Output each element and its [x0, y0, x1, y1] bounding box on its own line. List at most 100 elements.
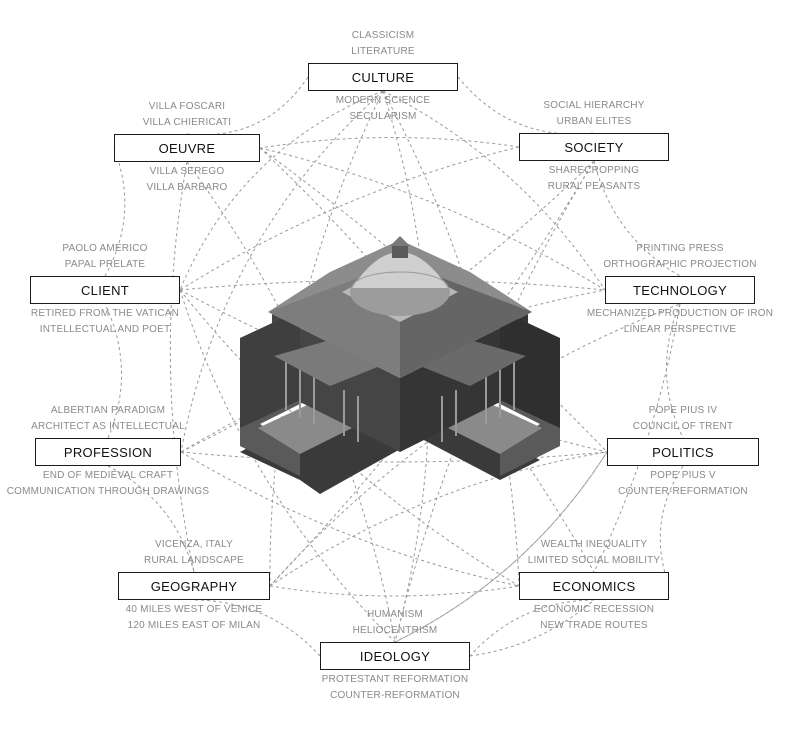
web-connector [269, 451, 608, 587]
client-caption-above: PAOLO AMERICO PAPAL PRELATE [0, 241, 225, 273]
economics-above-line: LIMITED SOCIAL MOBILITY [527, 555, 661, 566]
culture-below-line: SECULARISM [349, 111, 417, 122]
web-connector [469, 599, 595, 657]
client-node: CLIENT [30, 276, 180, 304]
oeuvre-above-line: VILLA FOSCARI [148, 101, 226, 112]
politics-caption-above: POPE PIUS IV COUNCIL OF TRENT [563, 403, 800, 435]
ring-connector [104, 303, 122, 439]
society-caption-above: SOCIAL HIERARCHY URBAN ELITES [474, 98, 714, 130]
web-connector [593, 303, 681, 573]
dome-rim [351, 271, 449, 305]
ideology-above-line: HELIOCENTRISM [352, 625, 438, 636]
web-connector [180, 90, 384, 453]
politics-caption-below: POPE PIUS V COUNTER-REFORMATION [563, 468, 800, 500]
economics-caption-above: WEALTH INEQUALITY LIMITED SOCIAL MOBILITY [474, 537, 714, 569]
portico-columns [285, 360, 515, 442]
politics-below-line: POPE PIUS V [650, 470, 716, 481]
oeuvre-node: OEUVRE [114, 134, 260, 162]
web-connector [179, 90, 384, 291]
culture-node: CULTURE [308, 63, 458, 91]
geography-above-line: VICENZA, ITALY [154, 539, 233, 550]
economics-below-line: NEW TRADE ROUTES [540, 620, 648, 631]
ideology-caption-above: HUMANISM HELIOCENTRISM [275, 607, 515, 639]
web-connector [382, 90, 430, 643]
web-connector [186, 161, 396, 643]
politics-node: POLITICS [607, 438, 759, 466]
geography-below-line: 40 MILES WEST OF VENICE [125, 604, 263, 615]
ring-connector [593, 160, 681, 277]
culture-above-line: CLASSICISM [351, 30, 415, 41]
client-below-line: INTELLECTUAL AND POET [39, 324, 171, 335]
profession-below-line: END OF MEDIEVAL CRAFT [42, 470, 174, 481]
ring-connector [104, 147, 126, 277]
client-above-line: PAPAL PRELATE [64, 259, 146, 270]
oeuvre-caption-above: VILLA FOSCARI VILLA CHIERICATI [67, 99, 307, 131]
oeuvre-below-line: VILLA BARBARO [146, 182, 228, 193]
web-connector [394, 451, 608, 643]
politics-above-line: COUNCIL OF TRENT [632, 421, 734, 432]
ideology-node: IDEOLOGY [320, 642, 470, 670]
ideology-below-line: COUNTER-REFORMATION [330, 690, 460, 701]
web-connector [269, 303, 681, 587]
technology-node: TECHNOLOGY [605, 276, 755, 304]
web-connector [269, 585, 520, 597]
technology-below-line: LINEAR PERSPECTIVE [623, 324, 737, 335]
ideology-above-line: HUMANISM [366, 609, 424, 620]
economics-node: ECONOMICS [519, 572, 669, 600]
profession-above-line: ARCHITECT AS INTELLECTUAL [31, 421, 185, 432]
client-caption-below: RETIRED FROM THE VATICAN INTELLECTUAL AND… [0, 306, 225, 338]
web-connector [180, 451, 520, 587]
technology-above-line: PRINTING PRESS [636, 243, 724, 254]
society-node: SOCIETY [519, 133, 669, 161]
east-wing [500, 310, 560, 428]
web-connector [179, 289, 520, 587]
society-caption-below: SHARECROPPING RURAL PEASANTS [474, 163, 714, 195]
society-above-line: URBAN ELITES [556, 116, 632, 127]
ideology-caption-below: PROTESTANT REFORMATION COUNTER-REFORMATIO… [275, 672, 515, 704]
client-below-line: RETIRED FROM THE VATICAN [30, 308, 180, 319]
west-wing [240, 310, 300, 428]
dome [352, 252, 448, 288]
oeuvre-below-line: VILLA SEREGO [149, 166, 225, 177]
ring-connector [666, 303, 684, 439]
geography-caption-below: 40 MILES WEST OF VENICE 120 MILES EAST OF… [74, 602, 314, 634]
culture-caption-below: MODERN SCIENCE SECULARISM [263, 93, 503, 125]
society-below-line: SHARECROPPING [548, 165, 640, 176]
web-connector [269, 160, 595, 587]
web-connector [259, 147, 606, 291]
society-below-line: RURAL PEASANTS [547, 181, 641, 192]
south-east-portico-roof [420, 340, 526, 386]
client-above-line: PAOLO AMERICO [62, 243, 148, 254]
ring-connector [659, 465, 684, 587]
technology-caption-below: MECHANIZED PRODUCTION OF IRON LINEAR PERS… [560, 306, 800, 338]
ring-connector [457, 76, 595, 135]
profession-node: PROFESSION [35, 438, 181, 466]
web-connector [179, 146, 520, 291]
ideology-below-line: PROTESTANT REFORMATION [321, 674, 469, 685]
oeuvre-caption-below: VILLA SEREGO VILLA BARBARO [67, 164, 307, 196]
society-above-line: SOCIAL HIERARCHY [543, 100, 645, 111]
technology-above-line: ORTHOGRAPHIC PROJECTION [603, 259, 757, 270]
web-connector [180, 451, 608, 463]
technology-caption-above: PRINTING PRESS ORTHOGRAPHIC PROJECTION [560, 241, 800, 273]
south-west-portico-roof [274, 340, 380, 386]
politics-above-line: POPE PIUS IV [648, 405, 718, 416]
technology-below-line: MECHANIZED PRODUCTION OF IRON [586, 308, 774, 319]
profession-above-line: ALBERTIAN PARADIGM [50, 405, 166, 416]
geography-below-line: 120 MILES EAST OF MILAN [127, 620, 261, 631]
lantern-cap [390, 236, 410, 246]
oeuvre-above-line: VILLA CHIERICATI [142, 117, 232, 128]
culture-caption-above: CLASSICISM LITERATURE [263, 28, 503, 60]
profession-caption-above: ALBERTIAN PARADIGM ARCHITECT AS INTELLECT… [0, 403, 228, 435]
web-connector [382, 90, 606, 291]
lantern [392, 244, 408, 258]
economics-above-line: WEALTH INEQUALITY [540, 539, 648, 550]
culture-below-line: MODERN SCIENCE [335, 95, 431, 106]
politics-below-line: COUNTER-REFORMATION [618, 486, 748, 497]
culture-above-line: LITERATURE [351, 46, 415, 57]
